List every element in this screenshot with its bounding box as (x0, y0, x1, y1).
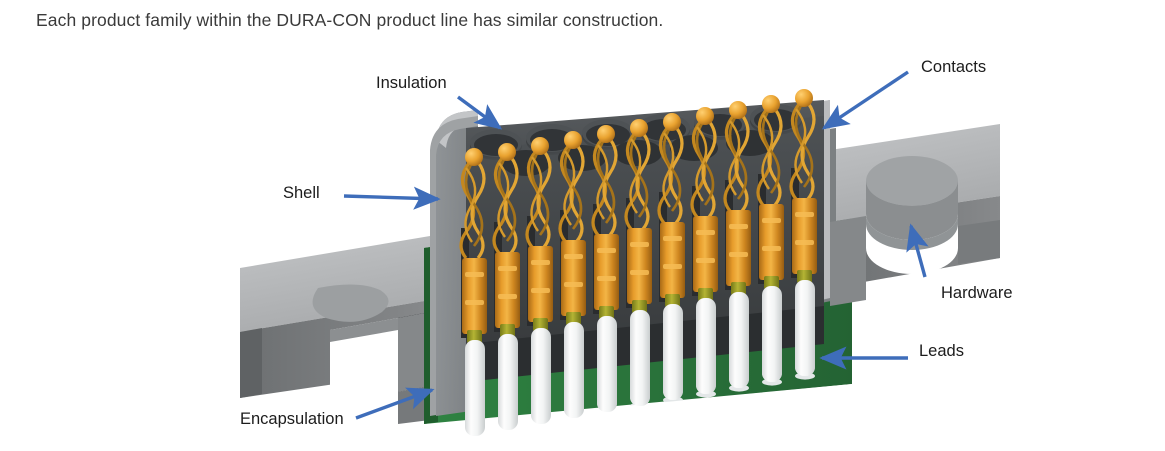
arrow-encapsulation (355, 387, 435, 420)
arrow-hardware (906, 223, 929, 278)
twisted-wire-bundle (690, 118, 717, 219)
twisted-wire-bundle (723, 112, 750, 213)
twisted-wire-bundle (492, 154, 519, 255)
right-flange (806, 124, 1000, 306)
callout-label-hardware: Hardware (941, 284, 1013, 302)
twisted-wire-bundle (558, 142, 585, 243)
arrow-shell (343, 186, 441, 210)
page-title: Each product family within the DURA-CON … (36, 10, 664, 30)
callout-label-leads: Leads (919, 342, 964, 360)
contact-assembly (723, 101, 751, 392)
twisted-wire-bundle (624, 130, 651, 231)
callout-arrows (343, 70, 929, 420)
arrow-insulation (456, 95, 503, 130)
callout-label-contacts: Contacts (921, 58, 987, 76)
callout-label-insulation: Insulation (376, 74, 447, 92)
arrow-contacts (821, 70, 909, 130)
callout-label-encapsulation: Encapsulation (240, 410, 344, 428)
twisted-wire-bundle (525, 148, 552, 249)
twisted-wire-bundle (657, 124, 684, 225)
twisted-wire-bundle (459, 159, 486, 260)
twisted-wire-bundle (591, 136, 618, 237)
lead-tips (465, 340, 815, 436)
twisted-wire-bundle (756, 106, 783, 207)
callout-label-shell: Shell (283, 184, 320, 202)
twisted-wire-bundle (789, 100, 816, 201)
